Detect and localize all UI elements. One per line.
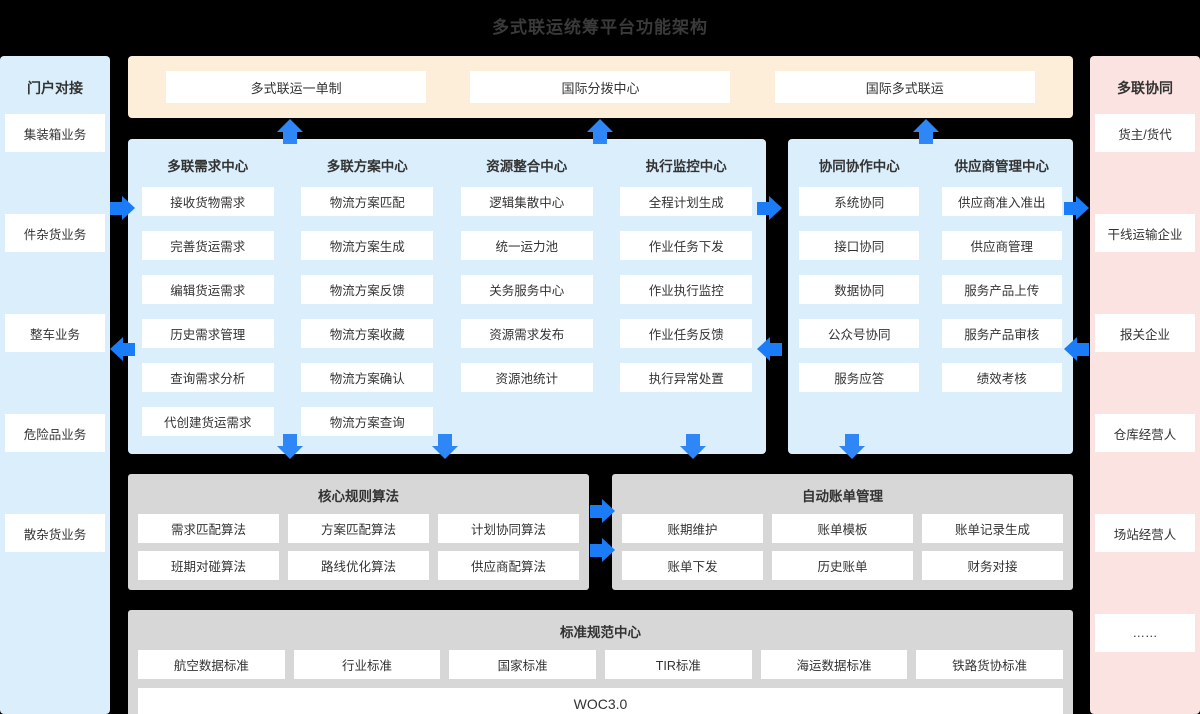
column-header: 多联方案中心 [326, 159, 408, 174]
sidebar-item-dangerous-goods-business[interactable]: 危险品业务 [5, 414, 105, 452]
standard-item[interactable]: 铁路货协标准 [916, 650, 1063, 679]
standards-title: 标准规范中心 [560, 625, 641, 640]
cell-item[interactable]: 服务产品审核 [941, 319, 1062, 348]
auto-billing-management-box: 自动账单管理 账期维护 账单模板 账单记录生成 账单下发 历史账单 财务对接 [612, 474, 1073, 590]
collaboration-panel: 协同协作中心 系统协同 接口协同 数据协同 公众号协同 服务应答 供应商管理中心… [788, 139, 1073, 454]
cell-item[interactable]: 作业任务下发 [620, 231, 753, 260]
sidebar-item-yard-operator[interactable]: 场站经营人 [1095, 514, 1195, 552]
column-demand-center: 多联需求中心 接收货物需求 完善货运需求 编辑货运需求 历史需求管理 查询需求分… [141, 155, 274, 436]
center-column: 多式联运一单制 国际分拨中心 国际多式联运 多联需求中心 接收货物需求 完善货运… [128, 56, 1073, 714]
standard-item[interactable]: 航空数据标准 [138, 650, 285, 679]
column-header: 协同协作中心 [818, 159, 900, 174]
cell-item[interactable]: 查询需求分析 [141, 363, 274, 392]
top-chip-international-multimodal[interactable]: 国际多式联运 [774, 71, 1035, 103]
cell-item[interactable]: 完善货运需求 [141, 231, 274, 260]
right-sidebar: 多联协同 货主/货代 干线运输企业 报关企业 仓库经营人 场站经营人 …… [1090, 56, 1200, 714]
box-title: 核心规则算法 [318, 489, 399, 504]
cell-item[interactable]: 逻辑集散中心 [460, 187, 593, 216]
left-sidebar: 门户对接 集装箱业务 件杂货业务 整车业务 危险品业务 散杂货业务 [0, 56, 110, 714]
cell-item[interactable]: 供应商管理 [941, 231, 1062, 260]
top-chip-international-distribution-center[interactable]: 国际分拨中心 [470, 71, 731, 103]
sidebar-item-warehouse-operator[interactable]: 仓库经营人 [1095, 414, 1195, 452]
woc-version-bar[interactable]: WOC3.0 [138, 688, 1063, 714]
core-platform-panel: 多联需求中心 接收货物需求 完善货运需求 编辑货运需求 历史需求管理 查询需求分… [128, 139, 766, 454]
column-resource-integration-center: 资源整合中心 逻辑集散中心 统一运力池 关务服务中心 资源需求发布 资源池统计 [460, 155, 593, 436]
cell-item[interactable]: 公众号协同 [799, 319, 920, 348]
cell-item[interactable]: 物流方案匹配 [301, 187, 434, 216]
core-rules-algorithm-box: 核心规则算法 需求匹配算法 方案匹配算法 计划协同算法 班期对碰算法 路线优化算… [128, 474, 589, 590]
gcell-item[interactable]: 路线优化算法 [288, 551, 429, 580]
cell-item[interactable]: 服务产品上传 [941, 275, 1062, 304]
standard-item[interactable]: 国家标准 [449, 650, 596, 679]
cell-item[interactable]: 编辑货运需求 [141, 275, 274, 304]
cell-item[interactable]: 物流方案反馈 [301, 275, 434, 304]
cell-item[interactable]: 物流方案查询 [301, 407, 434, 436]
cell-item[interactable]: 数据协同 [799, 275, 920, 304]
sidebar-item-shipper-forwarder[interactable]: 货主/货代 [1095, 114, 1195, 152]
cell-item[interactable]: 接收货物需求 [141, 187, 274, 216]
cell-item[interactable]: 服务应答 [799, 363, 920, 392]
gcell-item[interactable]: 历史账单 [772, 551, 913, 580]
cell-item[interactable]: 物流方案收藏 [301, 319, 434, 348]
gcell-item[interactable]: 财务对接 [922, 551, 1063, 580]
column-collaboration-center: 协同协作中心 系统协同 接口协同 数据协同 公众号协同 服务应答 [799, 155, 920, 392]
cell-item[interactable]: 作业执行监控 [620, 275, 753, 304]
gcell-item[interactable]: 账单模板 [772, 514, 913, 543]
cell-item[interactable]: 系统协同 [799, 187, 920, 216]
cell-item[interactable]: 作业任务反馈 [620, 319, 753, 348]
gcell-item[interactable]: 需求匹配算法 [138, 514, 279, 543]
sidebar-item-breakbulk-business[interactable]: 件杂货业务 [5, 214, 105, 252]
gcell-item[interactable]: 账期维护 [622, 514, 763, 543]
cell-item[interactable]: 供应商准入准出 [941, 187, 1062, 216]
gcell-item[interactable]: 账单下发 [622, 551, 763, 580]
gcell-item[interactable]: 方案匹配算法 [288, 514, 429, 543]
sidebar-item-trunk-transport-enterprise[interactable]: 干线运输企业 [1095, 214, 1195, 252]
top-chip-one-bill-multimodal[interactable]: 多式联运一单制 [166, 71, 427, 103]
sidebar-item-bulk-cargo-business[interactable]: 散杂货业务 [5, 514, 105, 552]
cell-item[interactable]: 资源池统计 [460, 363, 593, 392]
cell-item[interactable]: 接口协同 [799, 231, 920, 260]
column-solution-center: 多联方案中心 物流方案匹配 物流方案生成 物流方案反馈 物流方案收藏 物流方案确… [301, 155, 434, 436]
column-execution-monitoring-center: 执行监控中心 全程计划生成 作业任务下发 作业执行监控 作业任务反馈 执行异常处… [620, 155, 753, 436]
gcell-item[interactable]: 账单记录生成 [922, 514, 1063, 543]
sidebar-item-ftl-business[interactable]: 整车业务 [5, 314, 105, 352]
gcell-item[interactable]: 计划协同算法 [438, 514, 579, 543]
sidebar-item-customs-broker[interactable]: 报关企业 [1095, 314, 1195, 352]
top-business-band: 多式联运一单制 国际分拨中心 国际多式联运 [128, 56, 1073, 118]
column-supplier-management-center: 供应商管理中心 供应商准入准出 供应商管理 服务产品上传 服务产品审核 绩效考核 [941, 155, 1062, 392]
cell-item[interactable]: 统一运力池 [460, 231, 593, 260]
core-centers-row: 多联需求中心 接收货物需求 完善货运需求 编辑货运需求 历史需求管理 查询需求分… [128, 139, 1073, 454]
column-header: 执行监控中心 [645, 159, 727, 174]
cell-item[interactable]: 物流方案确认 [301, 363, 434, 392]
sidebar-item-container-business[interactable]: 集装箱业务 [5, 114, 105, 152]
column-header: 资源整合中心 [486, 159, 568, 174]
cell-item[interactable]: 代创建货运需求 [141, 407, 274, 436]
cell-item[interactable]: 物流方案生成 [301, 231, 434, 260]
cell-item[interactable]: 历史需求管理 [141, 319, 274, 348]
standards-center-box: 标准规范中心 航空数据标准 行业标准 国家标准 TIR标准 海运数据标准 铁路货… [128, 610, 1073, 714]
column-header: 供应商管理中心 [954, 159, 1050, 174]
algorithms-and-billing-row: 核心规则算法 需求匹配算法 方案匹配算法 计划协同算法 班期对碰算法 路线优化算… [128, 474, 1073, 590]
standard-item[interactable]: TIR标准 [605, 650, 752, 679]
cell-item[interactable]: 执行异常处置 [620, 363, 753, 392]
column-header: 多联需求中心 [167, 159, 249, 174]
right-sidebar-title: 多联协同 [1117, 80, 1173, 96]
cell-item[interactable]: 绩效考核 [941, 363, 1062, 392]
cell-item[interactable]: 全程计划生成 [620, 187, 753, 216]
cell-item[interactable]: 关务服务中心 [460, 275, 593, 304]
standard-item[interactable]: 行业标准 [293, 650, 441, 679]
gcell-item[interactable]: 班期对碰算法 [138, 551, 279, 580]
standard-item[interactable]: 海运数据标准 [760, 650, 908, 679]
cell-item[interactable]: 资源需求发布 [460, 319, 593, 348]
sidebar-item-more[interactable]: …… [1095, 614, 1195, 652]
gcell-item[interactable]: 供应商配算法 [438, 551, 579, 580]
page-title: 多式联运统筹平台功能架构 [492, 17, 708, 37]
box-title: 自动账单管理 [802, 489, 883, 504]
left-sidebar-title: 门户对接 [27, 80, 83, 96]
